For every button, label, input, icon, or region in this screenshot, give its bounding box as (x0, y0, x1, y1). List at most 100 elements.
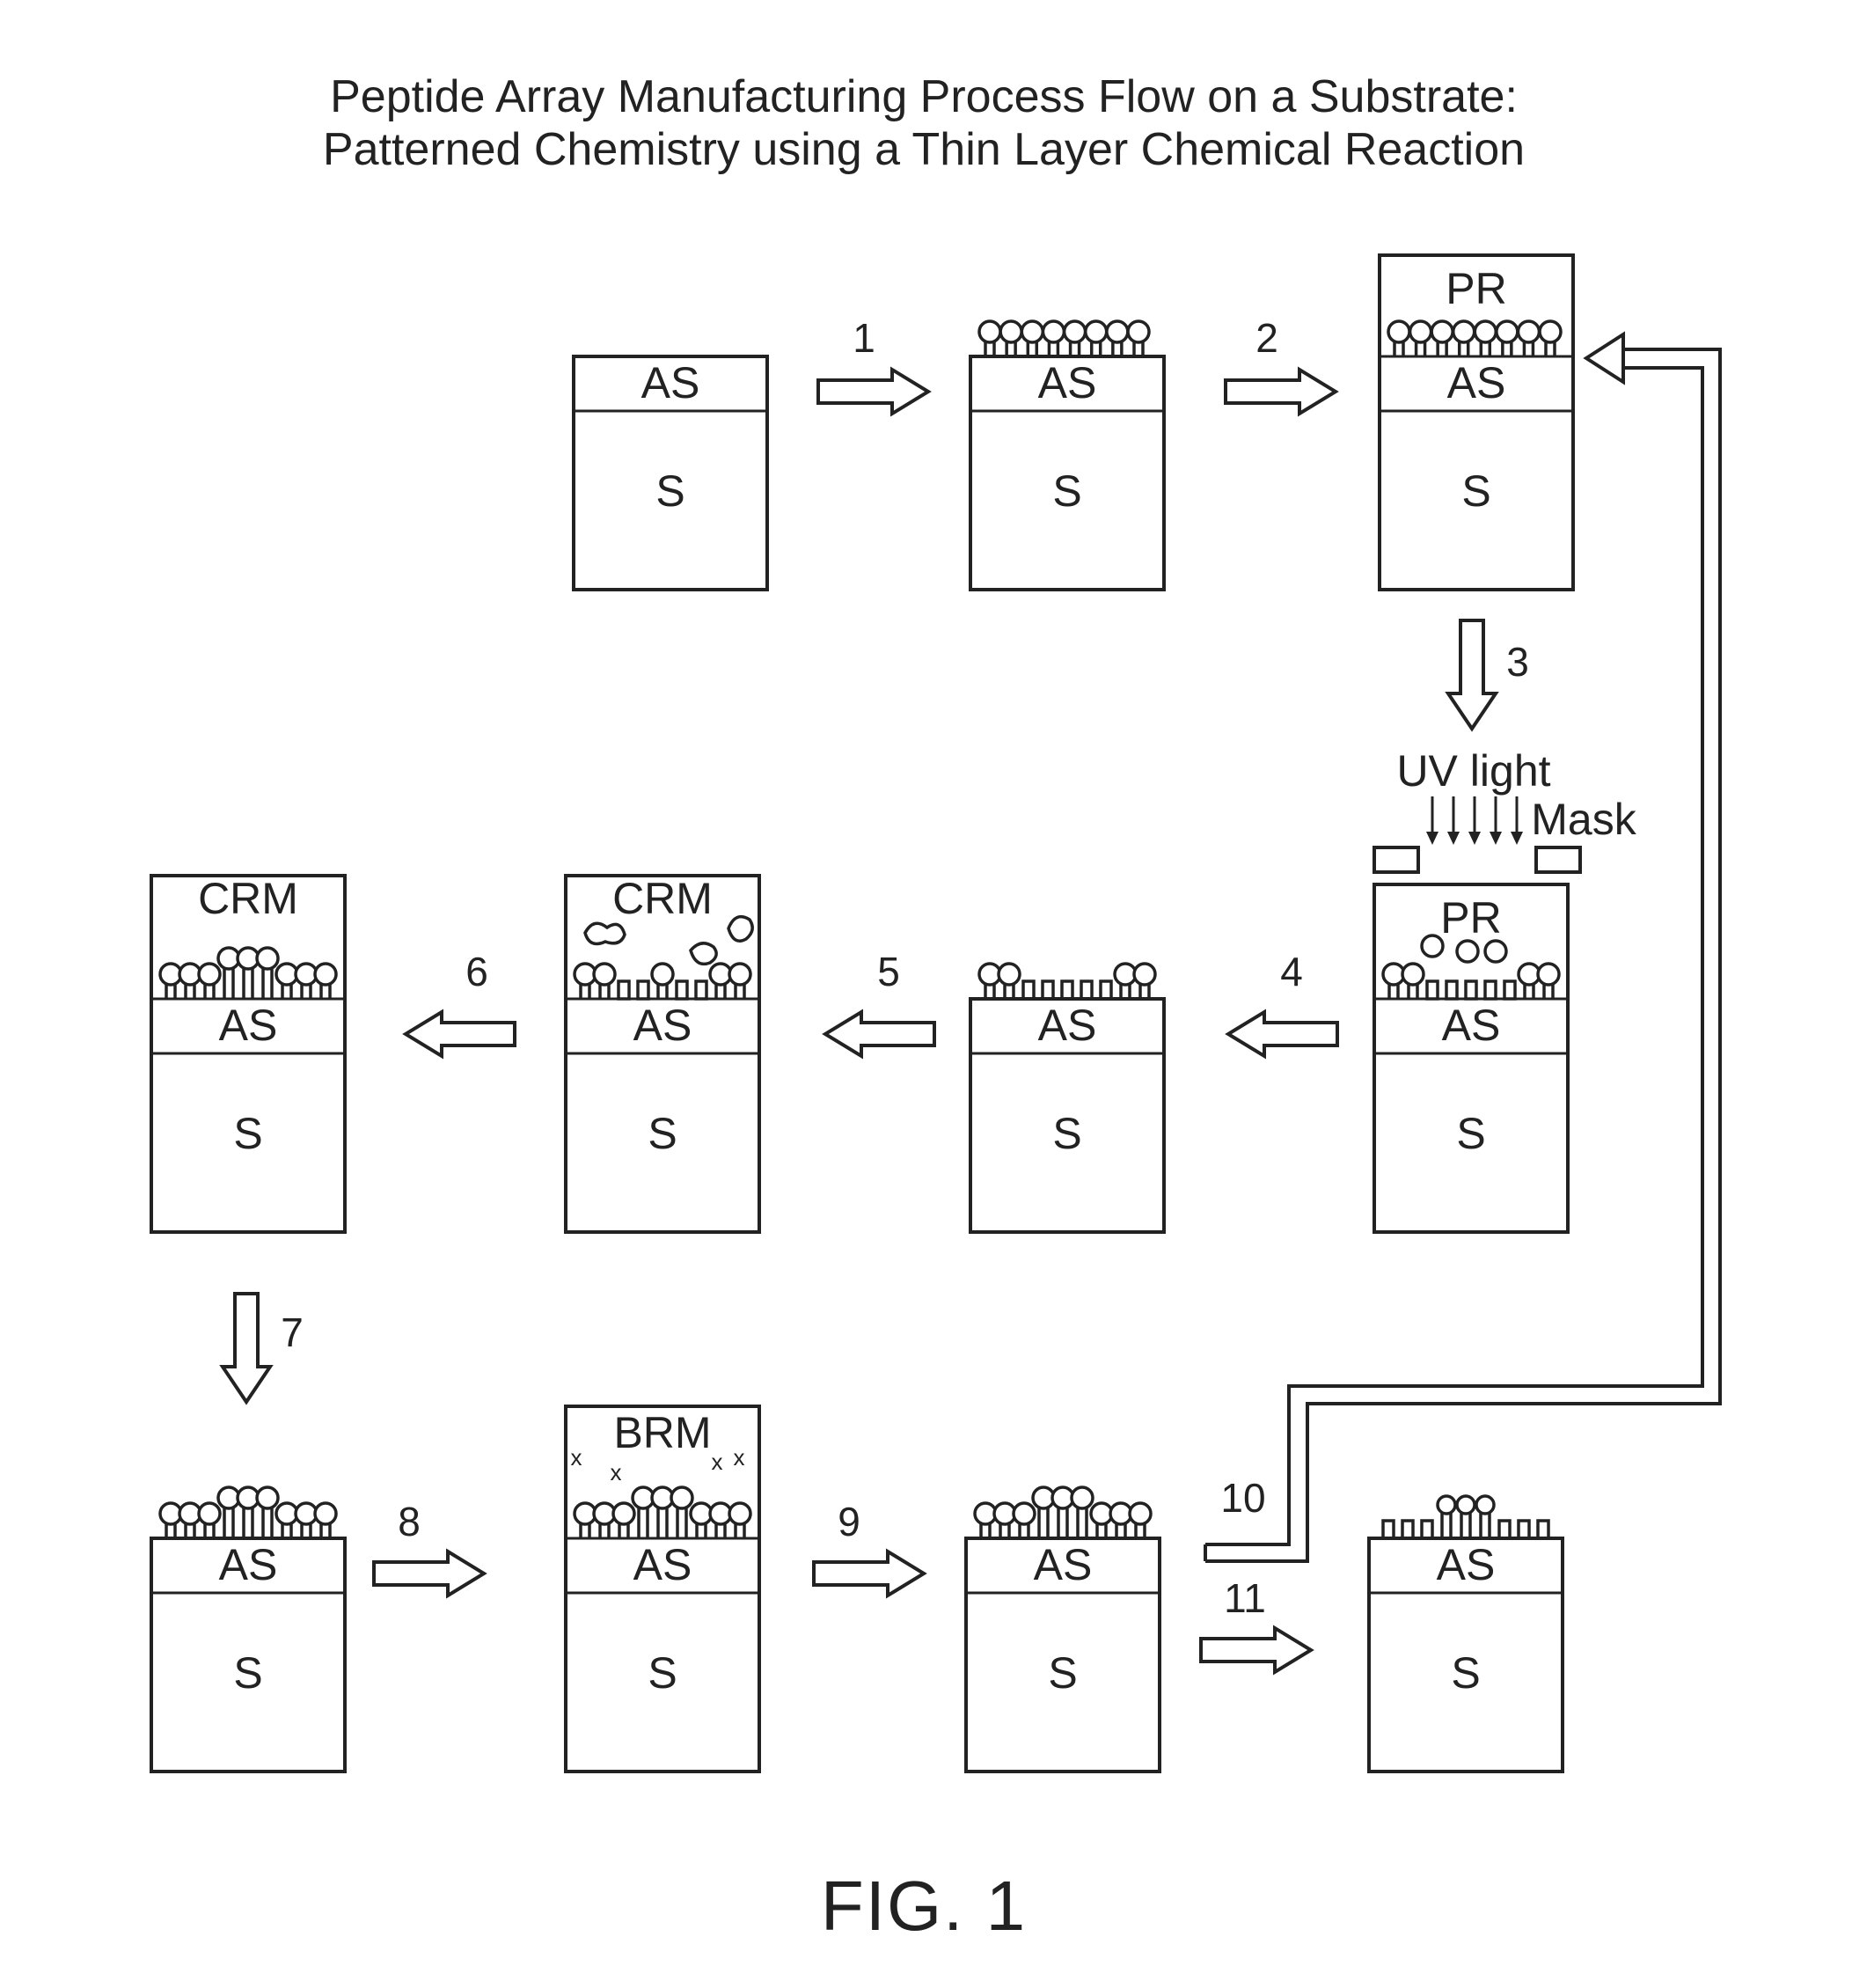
step-9-label: 9 (838, 1499, 860, 1544)
active-surface-label: AS (219, 1001, 278, 1050)
released-group (1485, 941, 1506, 962)
reagent (585, 923, 625, 943)
molecule-head (729, 1503, 750, 1524)
molecule-head (1134, 964, 1155, 985)
molecule-head (652, 964, 673, 985)
molecule-head (1518, 321, 1539, 342)
substrate-label: S (1052, 1109, 1081, 1158)
molecule-head (1457, 1496, 1475, 1514)
step-11-arrow: 11 (1201, 1575, 1311, 1672)
photoresist-label: PR (1440, 893, 1501, 943)
stem (263, 1507, 272, 1538)
molecule-head (1476, 1496, 1494, 1514)
stem (1461, 1512, 1470, 1538)
stem (1078, 1507, 1087, 1538)
deprotected-site (1402, 1521, 1413, 1538)
active-surface-label: AS (219, 1540, 278, 1589)
step-7-arrow: 7 (223, 1294, 304, 1402)
stage-linker-attached: AS S (970, 321, 1164, 590)
step-9-arrow: 9 (814, 1499, 924, 1596)
step-1-label: 1 (853, 315, 875, 361)
uv-ray-head (1468, 832, 1481, 845)
reagent (728, 917, 752, 942)
step-8-label: 8 (398, 1499, 421, 1544)
molecule-head (1043, 321, 1064, 342)
released-group (1457, 941, 1478, 962)
active-surface-label: AS (633, 1001, 692, 1050)
step-2-arrow: 2 (1226, 315, 1336, 414)
deprotected-site (619, 981, 629, 999)
molecule-head (979, 321, 1000, 342)
active-surface-label: AS (1437, 1540, 1496, 1589)
molecule-head (671, 1487, 692, 1508)
molecule-head (1538, 964, 1559, 985)
stage-initial-substrate: AS S (574, 356, 767, 590)
stage-uv-exposed: PR AS S (1374, 884, 1568, 1232)
uv-ray-head (1426, 832, 1438, 845)
molecule-head (613, 1503, 634, 1524)
step-4-label: 4 (1280, 949, 1303, 994)
stage-blocked: AS S (966, 1487, 1160, 1772)
mask-label: Mask (1531, 795, 1636, 844)
blocking-agent: x (712, 1449, 723, 1475)
deprotected-site (1427, 981, 1438, 999)
step-8-arrow: 8 (374, 1499, 484, 1596)
step-10-label: 10 (1220, 1475, 1265, 1521)
uv-ray-head (1511, 832, 1523, 845)
mask-left (1374, 847, 1418, 872)
substrate-label: S (1456, 1109, 1485, 1158)
molecule-head (1388, 321, 1409, 342)
active-surface-label: AS (1038, 358, 1097, 407)
molecule-head (1086, 321, 1107, 342)
deprotected-site (1422, 1521, 1432, 1538)
deprotected-site (1043, 981, 1053, 999)
molecule-head (729, 964, 750, 985)
step-1-arrow: 1 (818, 315, 928, 414)
blocking-agent: x (571, 1444, 582, 1471)
molecule-head (1130, 1503, 1151, 1524)
substrate-label: S (1451, 1648, 1480, 1698)
substrate-label: S (1048, 1648, 1077, 1698)
stem (224, 1507, 233, 1538)
partial-molecules (979, 964, 1155, 999)
substrate-label: S (655, 466, 684, 516)
step-7-label: 7 (281, 1309, 304, 1355)
active-surface-label: AS (1447, 358, 1506, 407)
elongated-molecules (975, 1487, 1151, 1538)
molecule-head (1497, 321, 1518, 342)
stage-photoresist-coated: PR AS S (1380, 255, 1573, 590)
stage-coupled: CRM AS S (151, 874, 345, 1232)
molecule-head (1475, 321, 1496, 342)
molecule-head (1453, 321, 1475, 342)
molecule-head (1540, 321, 1561, 342)
step-5-arrow: 5 (825, 949, 934, 1056)
molecule-head (257, 1487, 278, 1508)
uv-ray-head (1447, 832, 1460, 845)
stem (1058, 1507, 1067, 1538)
stage-blocking: xxxx BRM AS S (566, 1406, 759, 1772)
stem (1442, 1512, 1451, 1538)
substrate-label: S (233, 1648, 262, 1698)
substrate-label: S (648, 1648, 677, 1698)
deprotected-site (1485, 981, 1496, 999)
molecule-head (315, 1503, 336, 1524)
uv-light-label: UV light (1396, 746, 1550, 796)
step-2-label: 2 (1255, 315, 1278, 361)
deprotected-site (1538, 1521, 1548, 1538)
stage-washed: AS S (151, 1487, 345, 1772)
molecule-head (1438, 1496, 1455, 1514)
uv-rays (1426, 796, 1523, 845)
deprotected-site (1062, 981, 1072, 999)
uv-ray-head (1490, 832, 1502, 845)
molecule-head (1000, 321, 1021, 342)
deprotected-site (1466, 981, 1476, 999)
final-peptides (1383, 1496, 1548, 1538)
stem (1481, 1512, 1490, 1538)
deprotected-site (1383, 1521, 1394, 1538)
stem (244, 1507, 253, 1538)
molecule-head (199, 964, 220, 985)
molecule-head (1021, 321, 1043, 342)
molecule-head (1107, 321, 1128, 342)
active-surface-label: AS (1034, 1540, 1093, 1589)
